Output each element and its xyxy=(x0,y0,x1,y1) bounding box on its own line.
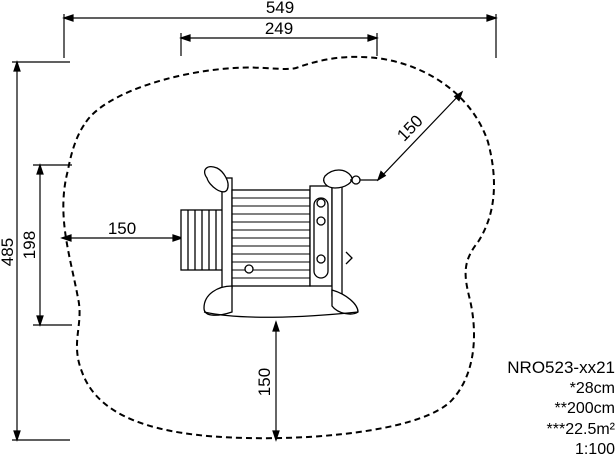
dimension-diagonal-clearance xyxy=(376,90,464,182)
dimension-total-depth-label: 485 xyxy=(0,238,17,266)
dimension-equipment-depth-label: 198 xyxy=(20,231,39,259)
dimension-equipment-width-label: 249 xyxy=(265,19,293,38)
dimension-total-depth xyxy=(12,60,70,442)
safety-zone-boundary xyxy=(62,55,495,440)
dimension-equipment-width xyxy=(179,33,379,56)
play-equipment-top-view xyxy=(180,166,378,318)
safety-area: ***22.5m² xyxy=(546,420,615,438)
product-info-block: NRO523-xx21 *28cm **200cm ***22.5m² 1:10… xyxy=(475,358,615,461)
dimension-total-width-label: 549 xyxy=(266,0,294,17)
product-code: NRO523-xx21 xyxy=(507,358,615,377)
dimension-left-clearance-label: 150 xyxy=(108,219,136,238)
dimension-left-clearance xyxy=(60,234,184,242)
dimension-diagonal-clearance-label: 150 xyxy=(393,111,426,145)
free-height: **200cm xyxy=(554,400,615,417)
drawing-scale: 1:100 xyxy=(574,441,615,458)
dimension-bottom-clearance-label: 150 xyxy=(255,368,274,396)
dimension-total-width xyxy=(62,14,498,58)
fall-height: *28cm xyxy=(569,379,615,397)
dimension-bottom-clearance xyxy=(272,320,280,442)
dimension-equipment-depth xyxy=(33,163,72,327)
